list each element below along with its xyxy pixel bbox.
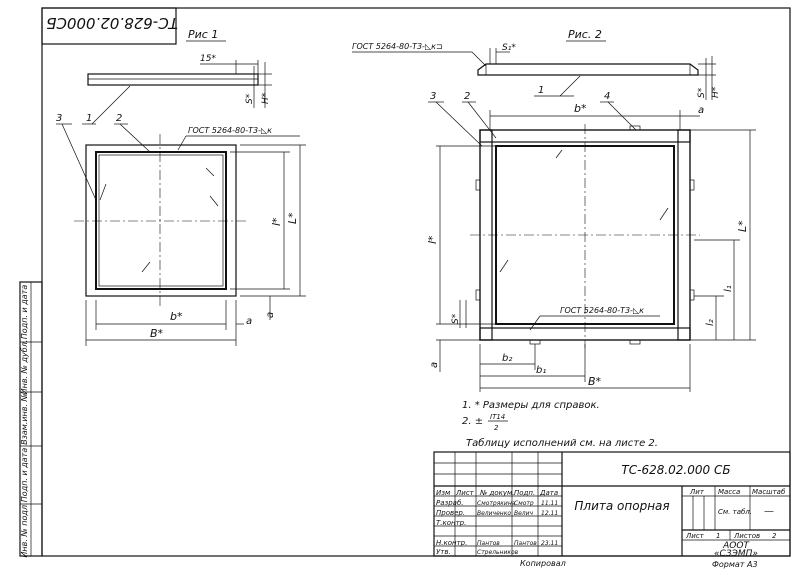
tb-org-line1: АООТ [722,541,750,551]
tb-doc-number: ТС-628.02.000 СБ [621,463,730,477]
tb-date-1: 11.11 [541,500,558,507]
tb-massa: Масса [718,488,740,496]
fig1-dim-l: l* [270,217,283,226]
table-ref: Таблицу исполнений см. на листе 2. [466,437,658,449]
figure-2: Рис. 2 ГОСТ 5264-80-Т3-◺к⊐ S₁* S* H* 1 3… [352,28,756,392]
note-2-prefix: 2. ± [462,416,483,427]
fig2-dim-a: a [698,105,704,116]
stamp-code: ТС-628.02.000СБ [46,14,178,32]
tb-utv-name: Стрельников [477,549,519,556]
note-1: 1. * Размеры для справок. [462,400,600,411]
side-label-4: Подп. и дата [20,448,29,503]
tb-massa-value: См. табл. [718,508,752,516]
fig2-pos-3: 3 [430,91,436,102]
fig1-pos-2: 2 [116,113,122,124]
side-label-2: Инв. № дубл. [20,340,29,395]
tb-row-tkontr: Т.контр. [436,519,466,527]
tb-col-doc: № докум. [479,489,515,497]
side-label-1: Подп. и дата [20,285,29,340]
tb-name: Плита опорная [574,499,669,513]
fig1-dim-H: H* [261,92,271,104]
fig1-weld: ГОСТ 5264-80-Т3-◺к [188,126,272,135]
fig2-caption: Рис. 2 [568,28,602,41]
tb-row-utv: Утв. [436,548,451,556]
tb-nkontr-name: Пантов [477,540,500,547]
tb-sign-1: Смотр [514,500,534,507]
fig1-plate [85,144,237,297]
tb-col-izm: Изм [436,489,451,497]
tb-razrab-name: Смотрякина [477,500,516,507]
tb-list-label: Лист [685,532,705,540]
tb-sign-3: Пантов [514,540,537,547]
fig2-dim-S1: S₁* [502,43,516,53]
figure-1: Рис 1 15* S* H* 3 1 2 ГОСТ 5264-80-Т3-◺к [56,28,306,346]
tb-date-3: 23.11 [541,540,558,547]
note-2-frac-bottom: 2 [494,424,499,432]
fig2-weld-top: ГОСТ 5264-80-Т3-◺к⊐ [352,42,443,51]
fig1-dim-a-v: a [265,312,276,318]
fig1-pos-3: 3 [56,113,62,124]
fig2-side-view [477,63,699,76]
tb-date-2: 12.11 [541,510,558,517]
note-2-frac-top: IT14 [490,413,505,421]
fig2-pos-2: 2 [464,91,470,102]
fig2-dim-H: H* [711,86,721,98]
tb-masshtab-value: — [764,506,774,517]
side-strip: Подп. и дата Инв. № дубл. Взам.инв. № По… [19,281,43,558]
fig2-weld-mid: ГОСТ 5264-80-Т3-◺к [560,306,644,315]
fig2-pos-1: 1 [538,85,544,96]
fig2-dim-b2: b₂ [502,353,512,364]
tb-masshtab: Масштаб [752,488,786,496]
fig2-dim-b1: b₁ [536,365,546,376]
fig1-dim-b: b* [170,310,183,323]
tb-listov-value: 2 [772,532,777,540]
fig1-dim-a: a [246,316,252,327]
tb-col-data: Дата [539,489,558,497]
tb-lit: Лит [689,488,705,496]
top-stamp: ТС-628.02.000СБ [41,7,178,45]
tb-col-list: Лист [455,489,475,497]
fig1-dim-S: S* [245,93,255,104]
fig2-dim-a-left: a [429,362,440,368]
footer-copied: Копировал [520,559,566,568]
fig2-dim-b: b* [574,102,587,115]
footer-format: Формат А3 [712,560,758,569]
fig1-caption: Рис 1 [188,28,218,41]
tb-prover-name: Величенко [477,510,511,517]
fig1-dim-15: 15* [200,54,216,64]
fig1-side-view [87,73,259,86]
fig2-dim-l: l* [426,235,439,244]
fig2-pos-4: 4 [604,91,610,102]
fig2-dim-L: L* [736,220,749,232]
fig1-dim-L: L* [286,212,299,224]
tb-row-nkontr: Н.контр. [436,539,467,547]
fig2-dim-S-side: S* [451,313,461,324]
tb-row-razrab: Разраб. [436,499,464,507]
fig2-dim-l2: l₂ [705,319,716,326]
fig2-dim-B: B* [588,375,602,388]
tb-sign-2: Велич [514,510,534,517]
tb-row-prover: Провер. [436,509,465,517]
side-label-5: Инв. № подл. [20,502,29,557]
tb-col-podp: Подп. [514,489,535,497]
title-block: Изм Лист № докум. Подп. Дата Разраб. Смо… [433,451,791,559]
fig2-dim-S: S* [697,87,707,98]
side-label-3: Взам.инв. № [20,393,29,445]
fig2-dim-l1: l₁ [723,285,734,292]
notes: 1. * Размеры для справок. 2. ± IT14 2 Та… [462,400,658,449]
tb-list-value: 1 [716,532,720,540]
tb-org-line2: «СЗЭМП» [714,549,758,559]
fig1-pos-1: 1 [86,113,92,124]
tb-listov-label: Листов [733,532,760,540]
fig1-dim-B: B* [150,327,164,340]
